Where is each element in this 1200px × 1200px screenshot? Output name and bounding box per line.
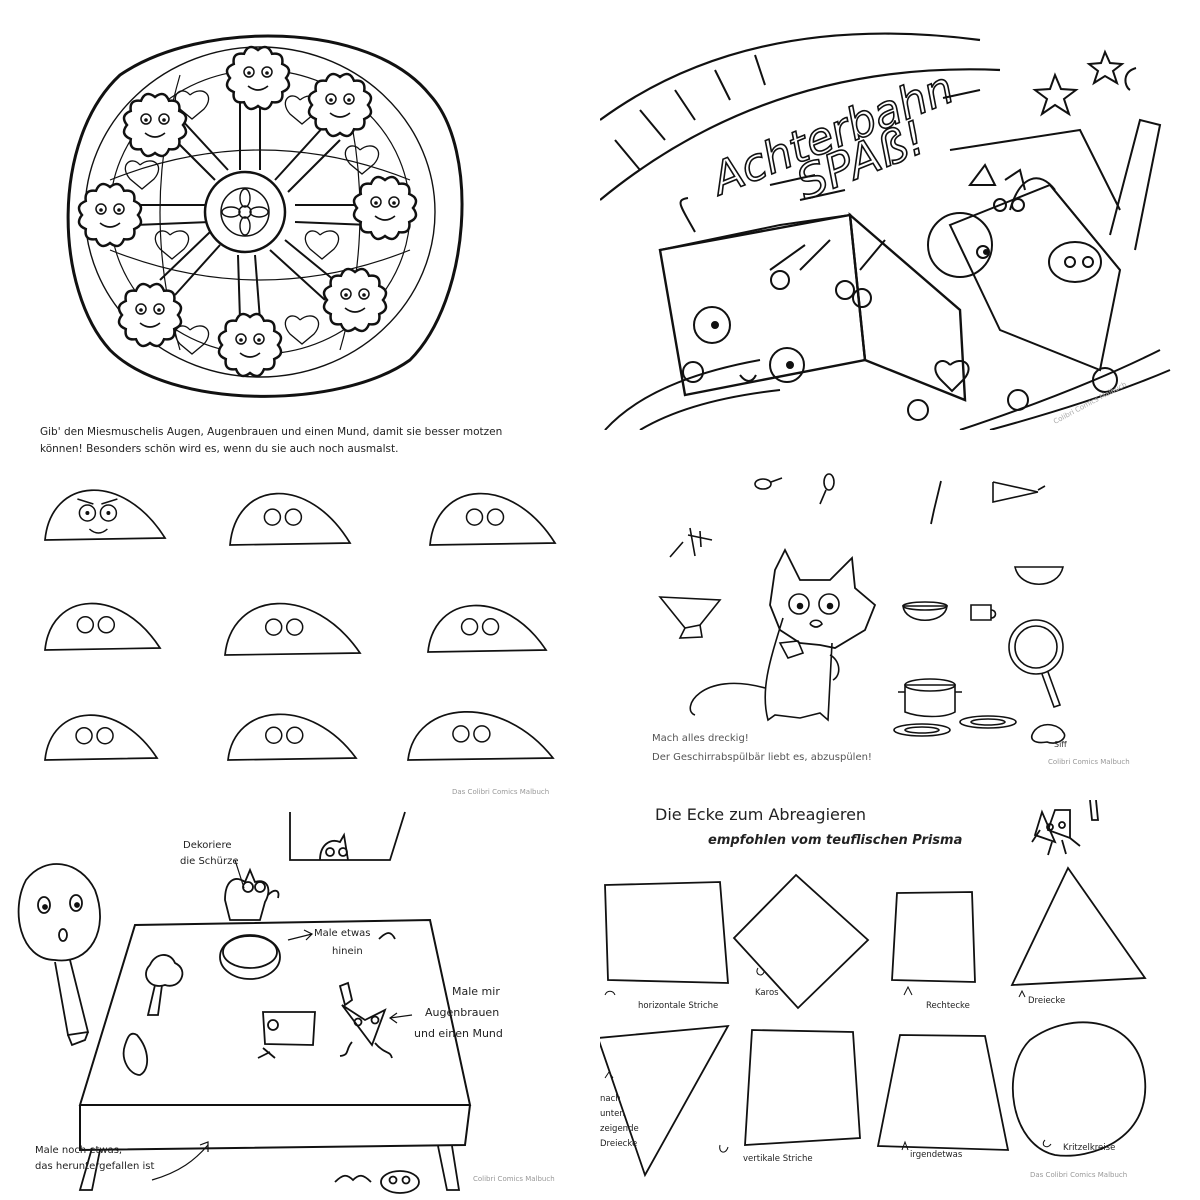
bowl-label-line1: Male etwas — [314, 928, 371, 939]
prism-subtitle: empfohlen vom teuflischen Prisma — [708, 833, 963, 848]
label-nach-unten-1: nach — [600, 1094, 621, 1104]
mussel-face — [225, 45, 291, 111]
mussel-face — [77, 182, 143, 248]
dishes-line2: Der Geschirrabspülbär liebt es, abzuspül… — [652, 752, 872, 763]
mussel-face — [307, 72, 373, 138]
mussel-face — [122, 92, 188, 158]
prism-credit: Das Colibri Comics Malbuch — [1030, 1171, 1128, 1179]
mussel-face — [217, 312, 283, 378]
coaster-credit: Colibri Comics Malbuch — [1052, 380, 1128, 425]
coaster-drawing: Achterbahn SPAß! Colibri Comics Malbuch — [600, 32, 1171, 430]
mussels-credit: Das Colibri Comics Malbuch — [452, 788, 550, 796]
mussel-shell — [407, 711, 555, 761]
label-vertikal: vertikale Striche — [743, 1154, 813, 1164]
mussel-face — [322, 267, 388, 333]
mussel-face — [352, 175, 418, 241]
mandala-faces — [77, 45, 418, 378]
face-label-line2: Augenbrauen — [425, 1006, 500, 1019]
mussel-shell — [427, 604, 548, 653]
mussel-shell — [429, 492, 557, 546]
prism-drawing — [600, 800, 1147, 1178]
table-drawing — [17, 811, 472, 1194]
label-kritzel: Kritzelkreise — [1063, 1143, 1116, 1153]
mandala-panel — [0, 0, 600, 420]
table-panel: Dekoriere die Schürze Male etwas hinein … — [0, 800, 600, 1200]
apron-label-line2: die Schürze — [180, 856, 239, 867]
mussels-instruction-line1: Gib' den Miesmuschelis Augen, Augenbraue… — [40, 426, 503, 438]
label-nach-unten-2: unten — [600, 1109, 625, 1119]
table-credit: Colibri Comics Malbuch — [473, 1175, 555, 1183]
mussels-drawing — [44, 489, 557, 761]
apron-label-line1: Dekoriere — [183, 840, 232, 851]
label-dreiecke: Dreiecke — [1028, 996, 1066, 1006]
dishes-panel: Mach alles dreckig! Der Geschirrabspülbä… — [600, 430, 1200, 800]
label-rechtecke: Rechtecke — [926, 1001, 970, 1011]
bowl-label-line2: hinein — [332, 946, 363, 957]
mussels-panel: Gib' den Miesmuschelis Augen, Augenbraue… — [0, 420, 600, 800]
prism-panel: Die Ecke zum Abreagieren empfohlen vom t… — [600, 800, 1200, 1200]
fallen-label-line2: das heruntergefallen ist — [35, 1161, 155, 1172]
mandala-drawing — [66, 34, 464, 398]
mussel-shell — [229, 492, 352, 546]
label-irgendetwas: irgendetwas — [910, 1150, 963, 1160]
dishes-siff: Siff — [1054, 740, 1067, 749]
mussel-face — [117, 282, 183, 348]
face-label-line1: Male mir — [452, 985, 500, 998]
label-nach-unten-4: Dreiecke — [600, 1139, 638, 1149]
mussel-shell — [227, 713, 358, 761]
prism-title: Die Ecke zum Abreagieren — [655, 805, 867, 824]
face-label-line3: und einen Mund — [414, 1027, 503, 1040]
mussels-group — [44, 489, 557, 761]
mussel-shell — [44, 489, 167, 541]
label-nach-unten-3: zeigende — [600, 1124, 639, 1134]
coaster-panel: Achterbahn SPAß! Colibri Comics Malbuch — [600, 0, 1200, 430]
dishes-drawing — [658, 473, 1066, 744]
mussels-instruction-line2: können! Besonders schön wird es, wenn du… — [40, 443, 399, 455]
label-horizontal: horizontale Striche — [638, 1001, 719, 1011]
fallen-label-line1: Male noch etwas, — [35, 1145, 123, 1156]
label-karos: Karos — [755, 988, 779, 998]
mussel-shell — [224, 602, 362, 656]
mussel-shell — [44, 602, 162, 651]
mussel-shell — [44, 714, 159, 761]
dishes-line1: Mach alles dreckig! — [652, 733, 749, 744]
dishes-credit: Colibri Comics Malbuch — [1048, 758, 1130, 766]
